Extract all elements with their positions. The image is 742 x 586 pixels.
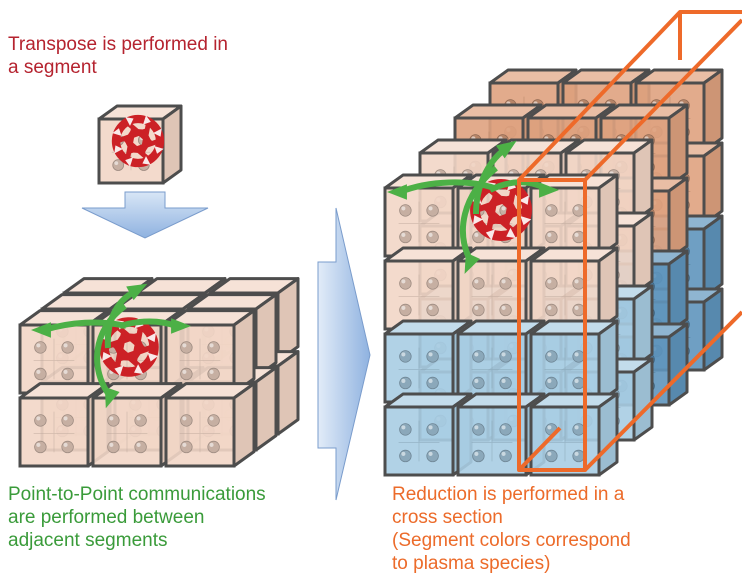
cross-section-frame — [517, 10, 742, 472]
p2p-arrow — [43, 319, 127, 333]
p2p-arrow — [398, 179, 495, 195]
segment-block-right — [383, 68, 724, 477]
p2p-arrow-head — [171, 318, 191, 334]
reduction-label: Reduction is performed in a cross sectio… — [392, 484, 631, 574]
frame-edge — [517, 426, 562, 472]
right-arrow — [317, 207, 371, 501]
p2p-arrows-right — [387, 140, 559, 274]
segment-cube — [529, 173, 619, 258]
segment-cube — [164, 382, 256, 468]
segment-cube — [529, 392, 619, 477]
p2p-arrow-head — [495, 140, 517, 159]
down-arrow — [81, 191, 209, 239]
p2p-arrow-head — [31, 322, 51, 338]
p2p-arrow — [473, 147, 506, 215]
p2p-arrow-head — [464, 252, 480, 274]
frame-edge — [583, 310, 742, 472]
segment-cube — [164, 309, 256, 395]
segment-cube — [529, 246, 619, 331]
transpose-arrows — [111, 114, 165, 168]
frame-edge — [583, 18, 742, 182]
p2p-arrow-head — [539, 182, 559, 198]
p2p-arrow-head — [104, 386, 120, 409]
p2p-arrows-left — [31, 283, 191, 409]
p2p-label: Point-to-Point communications are perfor… — [8, 484, 266, 551]
segment-block-left — [18, 277, 300, 468]
transpose-label: Transpose is performed in a segment — [8, 34, 229, 78]
p2p-arrow-head — [387, 184, 407, 200]
segment-cube — [529, 319, 619, 404]
transpose-arrows — [470, 179, 532, 241]
p2p-arrow-head — [126, 283, 148, 301]
p2p-arrow — [104, 289, 136, 349]
single-segment-cube — [97, 104, 183, 185]
